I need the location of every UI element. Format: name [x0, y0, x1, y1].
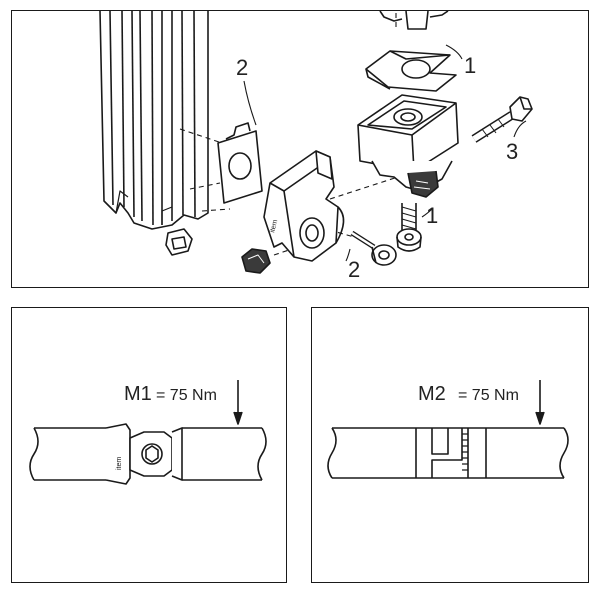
break-line-right: [257, 427, 267, 481]
joint-m2-drawing: M2 = 75 Nm: [327, 380, 569, 479]
callout-number-3-bolt: 3: [506, 139, 518, 164]
assembly-guide-lines: [179, 13, 405, 256]
svg-text:item: item: [269, 219, 279, 234]
hex-nut: [241, 248, 271, 274]
moment-arrow-head: [535, 411, 545, 425]
break-line-left: [29, 427, 39, 481]
square-plate-part-2: [217, 122, 263, 204]
exploded-assembly-panel: item: [11, 10, 589, 288]
callout-leader-lines: [243, 44, 527, 262]
callout-number-2-plate: 2: [236, 55, 248, 80]
torque-value-m2: = 75 Nm: [458, 387, 519, 404]
hinge-pin-circle: [141, 443, 163, 465]
joint-notch-upper: [431, 428, 449, 455]
top-fragment-part: [379, 11, 449, 30]
cap-screw-part-1: [396, 203, 422, 252]
t-nut-small: [165, 228, 193, 256]
joint-m1-drawing: item M1 = 75 Nm: [29, 380, 267, 485]
exploded-assembly-drawing: item: [99, 11, 533, 282]
svg-text:item: item: [116, 457, 123, 470]
joint-m2-panel: M2 = 75 Nm: [311, 307, 589, 583]
bolt-part-3: [471, 96, 533, 143]
callout-number-1-top: 1: [464, 53, 476, 78]
moment-label-m2: M2: [418, 383, 446, 405]
joint-m1-panel: item M1 = 75 Nm: [11, 307, 287, 583]
moment-arrow-head: [233, 411, 243, 425]
connector-block: [357, 94, 459, 198]
callout-number-1-screw: 1: [426, 203, 438, 228]
joint-teeth: [462, 433, 468, 471]
moment-label-m1: M1: [124, 383, 152, 405]
hinge-right-leaf: [171, 427, 183, 481]
cap-screw-part-2: [350, 230, 397, 266]
hinge-left-leaf: [105, 423, 131, 485]
slotted-plate-part-1: [365, 50, 457, 92]
break-line-right: [559, 427, 569, 479]
break-line-left: [327, 427, 337, 479]
hinge-bracket: item: [263, 150, 345, 262]
torque-value-m1: = 75 Nm: [156, 387, 217, 404]
callout-number-2-screw: 2: [348, 257, 360, 282]
aluminium-profile: [99, 11, 209, 230]
hex-socket-icon: [145, 445, 159, 463]
joint-notch-lower: [431, 428, 463, 478]
